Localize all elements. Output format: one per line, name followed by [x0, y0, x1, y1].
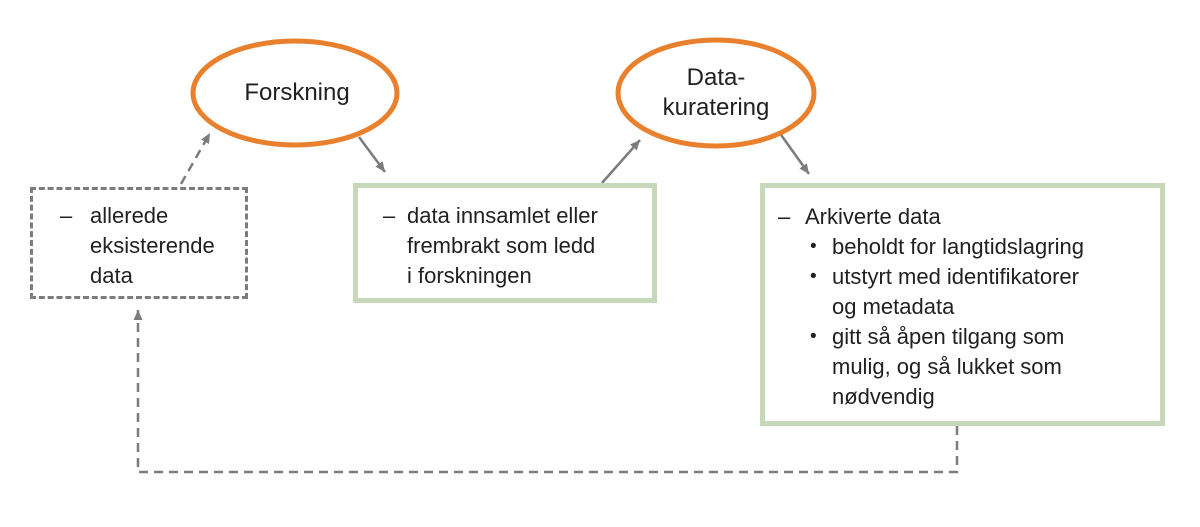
dash-marker: – [778, 204, 791, 229]
archived-data-title-row: – Arkiverte data [778, 202, 1154, 232]
feedback-loop-archived-to-existing [133, 310, 959, 474]
bullet-icon: • [810, 326, 817, 347]
existing-data-box: – allerede eksisterende data [30, 187, 248, 299]
archived-data-box: – Arkiverte data • beholdt for langtidsl… [760, 183, 1165, 426]
existing-data-text: allerede eksisterende data [90, 203, 215, 288]
arrow-collected-to-kuratering [601, 139, 641, 184]
arrow-existing-to-forskning [179, 132, 212, 185]
datakuratering-ellipse [615, 37, 817, 149]
forskning-label: Forskning [244, 79, 350, 106]
forskning-ellipse [190, 38, 400, 148]
arrow-kuratering-to-archived [777, 131, 811, 175]
arrow-forskning-to-collected [357, 136, 387, 173]
bullet-icon: • [810, 266, 817, 287]
bullet-text: beholdt for langtidslagring [832, 234, 1084, 259]
archived-data-title: Arkiverte data [805, 204, 941, 229]
collected-data-text: data innsamlet eller frembrakt som ledd … [407, 203, 598, 288]
archived-data-bullet-list: • beholdt for langtidslagring • utstyrt … [778, 232, 1154, 412]
collected-data-box: – data innsamlet eller frembrakt som led… [353, 183, 657, 303]
bullet-text: gitt så åpen tilgang som mulig, og så lu… [832, 324, 1065, 409]
list-item: • utstyrt med identifikatorer og metadat… [810, 262, 1154, 322]
list-item: • beholdt for langtidslagring [810, 232, 1154, 262]
list-item: • gitt så åpen tilgang som mulig, og så … [810, 322, 1154, 412]
bullet-icon: • [810, 236, 817, 257]
existing-data-item: – allerede eksisterende data [60, 201, 239, 291]
collected-data-item: – data innsamlet eller frembrakt som led… [383, 201, 646, 291]
dash-marker: – [383, 203, 396, 228]
bullet-text: utstyrt med identifikatorer og metadata [832, 264, 1079, 319]
datakuratering-label: Data- kuratering [662, 64, 770, 121]
dash-marker: – [60, 203, 73, 228]
